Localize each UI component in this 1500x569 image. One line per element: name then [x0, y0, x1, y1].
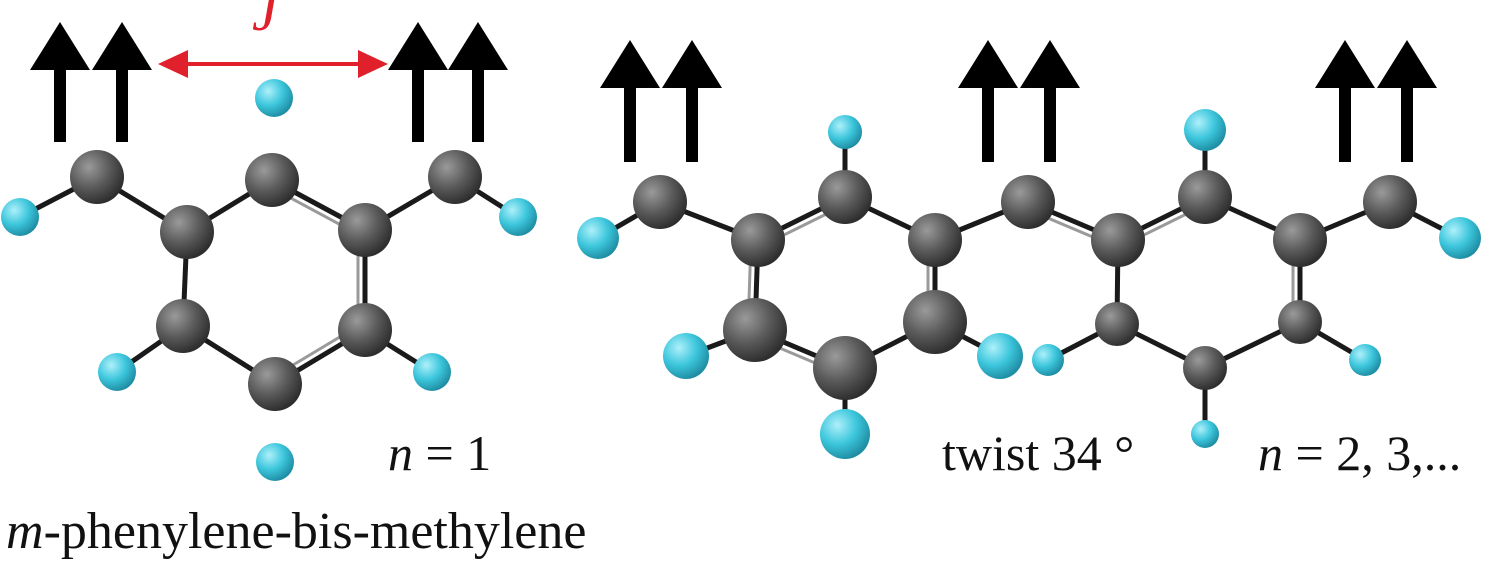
- atoms-layer: [1, 79, 1481, 481]
- hydrogen-atom: [1032, 344, 1064, 376]
- carbon-atom: [338, 303, 392, 357]
- carbon-atom: [1001, 175, 1055, 229]
- spin-arrows-layer: [30, 22, 1437, 162]
- carbon-atom: [908, 213, 962, 267]
- molecule-name: m-phenylene-bis-methylene: [6, 506, 586, 558]
- hydrogen-atom: [1439, 217, 1481, 259]
- carbon-atom: [1278, 300, 1322, 344]
- n2-value: = 2, 3,...: [1283, 425, 1462, 481]
- hydrogen-atom: [1184, 109, 1226, 151]
- spin-arrow-head: [958, 40, 1018, 88]
- hydrogen-atom: [413, 353, 451, 391]
- carbon-atom: [70, 150, 124, 204]
- carbon-atom: [1273, 213, 1327, 267]
- twist-label: twist 34 °: [942, 425, 1135, 481]
- coupling-arrow-group: [158, 50, 388, 78]
- spin-arrow-head: [30, 22, 90, 70]
- coupling-label: J: [252, 0, 278, 43]
- carbon-atom: [903, 290, 967, 354]
- carbon-atom: [1091, 213, 1145, 267]
- n2-label: n = 2, 3,...: [1258, 428, 1461, 478]
- carbon-atom: [1095, 302, 1139, 346]
- spin-arrow-head: [92, 22, 152, 70]
- hydrogen-atom: [663, 333, 709, 379]
- hydrogen-atom: [499, 198, 537, 236]
- name-rest: -phenylene-bis-methylene: [43, 503, 587, 560]
- spin-arrow-head: [388, 22, 448, 70]
- coupling-arrow-head-left: [158, 50, 188, 78]
- hydrogen-atom: [1191, 420, 1219, 448]
- carbon-atom: [248, 357, 302, 411]
- spin-arrow-head: [448, 22, 508, 70]
- hydrogen-atom: [577, 217, 619, 259]
- carbon-atom: [428, 150, 482, 204]
- hydrogen-atom: [1349, 344, 1381, 376]
- n1-value: = 1: [413, 425, 492, 481]
- coupling-arrow-head-right: [358, 50, 388, 78]
- n2-variable: n: [1258, 425, 1283, 481]
- n1-variable: n: [388, 425, 413, 481]
- carbon-atom: [633, 175, 687, 229]
- spin-arrow-head: [1315, 40, 1375, 88]
- hydrogen-atom: [255, 79, 293, 117]
- carbon-atom: [818, 170, 872, 224]
- hydrogen-atom: [98, 353, 136, 391]
- carbon-atom: [731, 213, 785, 267]
- carbon-atom: [245, 153, 299, 207]
- spin-arrow-head: [1020, 40, 1080, 88]
- carbon-atom: [813, 336, 877, 400]
- carbon-atom: [1178, 170, 1232, 224]
- n1-label: n = 1: [388, 428, 491, 478]
- carbon-atom: [1183, 346, 1227, 390]
- hydrogen-atom: [256, 443, 294, 481]
- carbon-atom: [160, 205, 214, 259]
- carbon-atom: [723, 298, 787, 362]
- carbon-atom: [156, 299, 210, 353]
- hydrogen-atom: [977, 333, 1023, 379]
- hydrogen-atom: [828, 115, 862, 149]
- carbon-atom: [1363, 175, 1417, 229]
- spin-arrow-head: [600, 40, 660, 88]
- carbon-atom: [338, 203, 392, 257]
- hydrogen-atom: [820, 409, 870, 459]
- hydrogen-atom: [1, 198, 39, 236]
- bonds-layer: [17, 127, 1463, 437]
- name-prefix: m: [6, 503, 44, 560]
- spin-arrow-head: [662, 40, 722, 88]
- spin-arrow-head: [1377, 40, 1437, 88]
